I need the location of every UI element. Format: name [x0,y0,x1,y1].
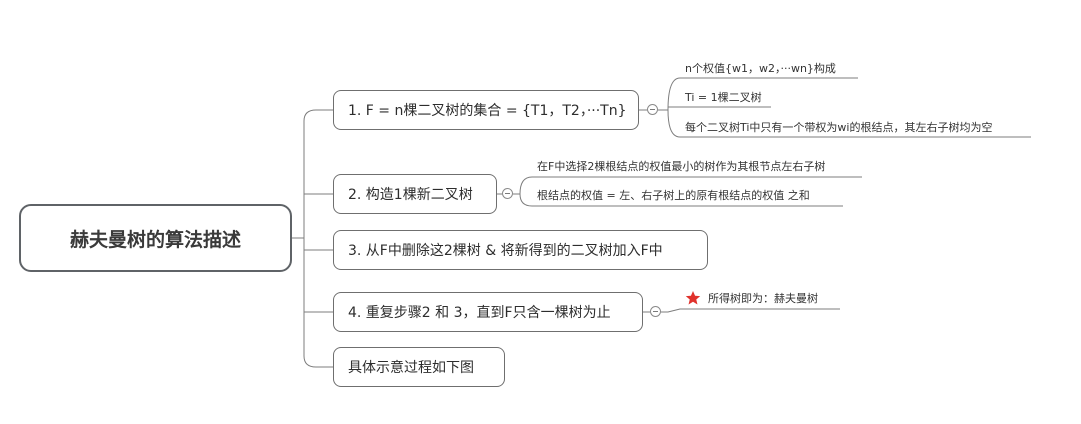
branch-label: 1. F = n棵二叉树的集合 = {T1，T2，···Tn} [348,103,627,119]
branch-label: 具体示意过程如下图 [348,360,474,376]
connector-b4-sub1 [661,308,840,313]
branch-topic-2[interactable]: 2. 构造1棵新二叉树 [333,174,497,214]
subtopic-b2-2[interactable]: 根结点的权值 = 左、右子树上的原有根结点的权值 之和 [537,189,810,202]
branch-topic-4[interactable]: 4. 重复步骤2 和 3，直到F只含一棵树为止 [333,292,643,332]
branch-label: 4. 重复步骤2 和 3，直到F只含一棵树为止 [348,305,611,321]
subtopic-b4-1[interactable]: 所得树即为：赫夫曼树 [708,292,818,305]
connector-b2-sub2 [519,193,843,207]
subtopic-b1-3[interactable]: 每个二叉树Ti中只有一个带权为wi的根结点，其左右子树均为空 [685,121,993,134]
connector-branch-5 [303,355,333,368]
subtopic-b1-1[interactable]: n个权值{w1，w2，···wn}构成 [685,62,836,75]
subtopic-b1-2[interactable]: Ti = 1棵二叉树 [685,91,762,104]
star-icon [685,291,701,305]
branch-topic-1[interactable]: 1. F = n棵二叉树的集合 = {T1，T2，···Tn} [333,90,639,130]
connector-branch-1 [303,109,333,122]
branch-label: 2. 构造1棵新二叉树 [348,187,473,203]
branch-topic-5[interactable]: 具体示意过程如下图 [333,347,505,387]
subtopic-b2-1[interactable]: 在F中选择2棵根结点的权值最小的树作为其根节点左右子树 [537,160,826,173]
connector-b1-sub3 [667,109,1031,138]
collapse-toggle-branch-2[interactable] [502,188,513,199]
connector-b1-sub1 [667,77,858,111]
connector-b2-sub1 [519,176,862,195]
root-title: 赫夫曼树的算法描述 [69,228,241,251]
collapse-toggle-branch-1[interactable] [647,104,658,115]
collapse-toggle-branch-4[interactable] [650,306,661,317]
root-topic[interactable]: 赫夫曼树的算法描述 [19,204,292,272]
branch-label: 3. 从F中删除这2棵树 & 将新得到的二叉树加入F中 [348,243,663,259]
branch-topic-3[interactable]: 3. 从F中删除这2棵树 & 将新得到的二叉树加入F中 [333,230,708,270]
